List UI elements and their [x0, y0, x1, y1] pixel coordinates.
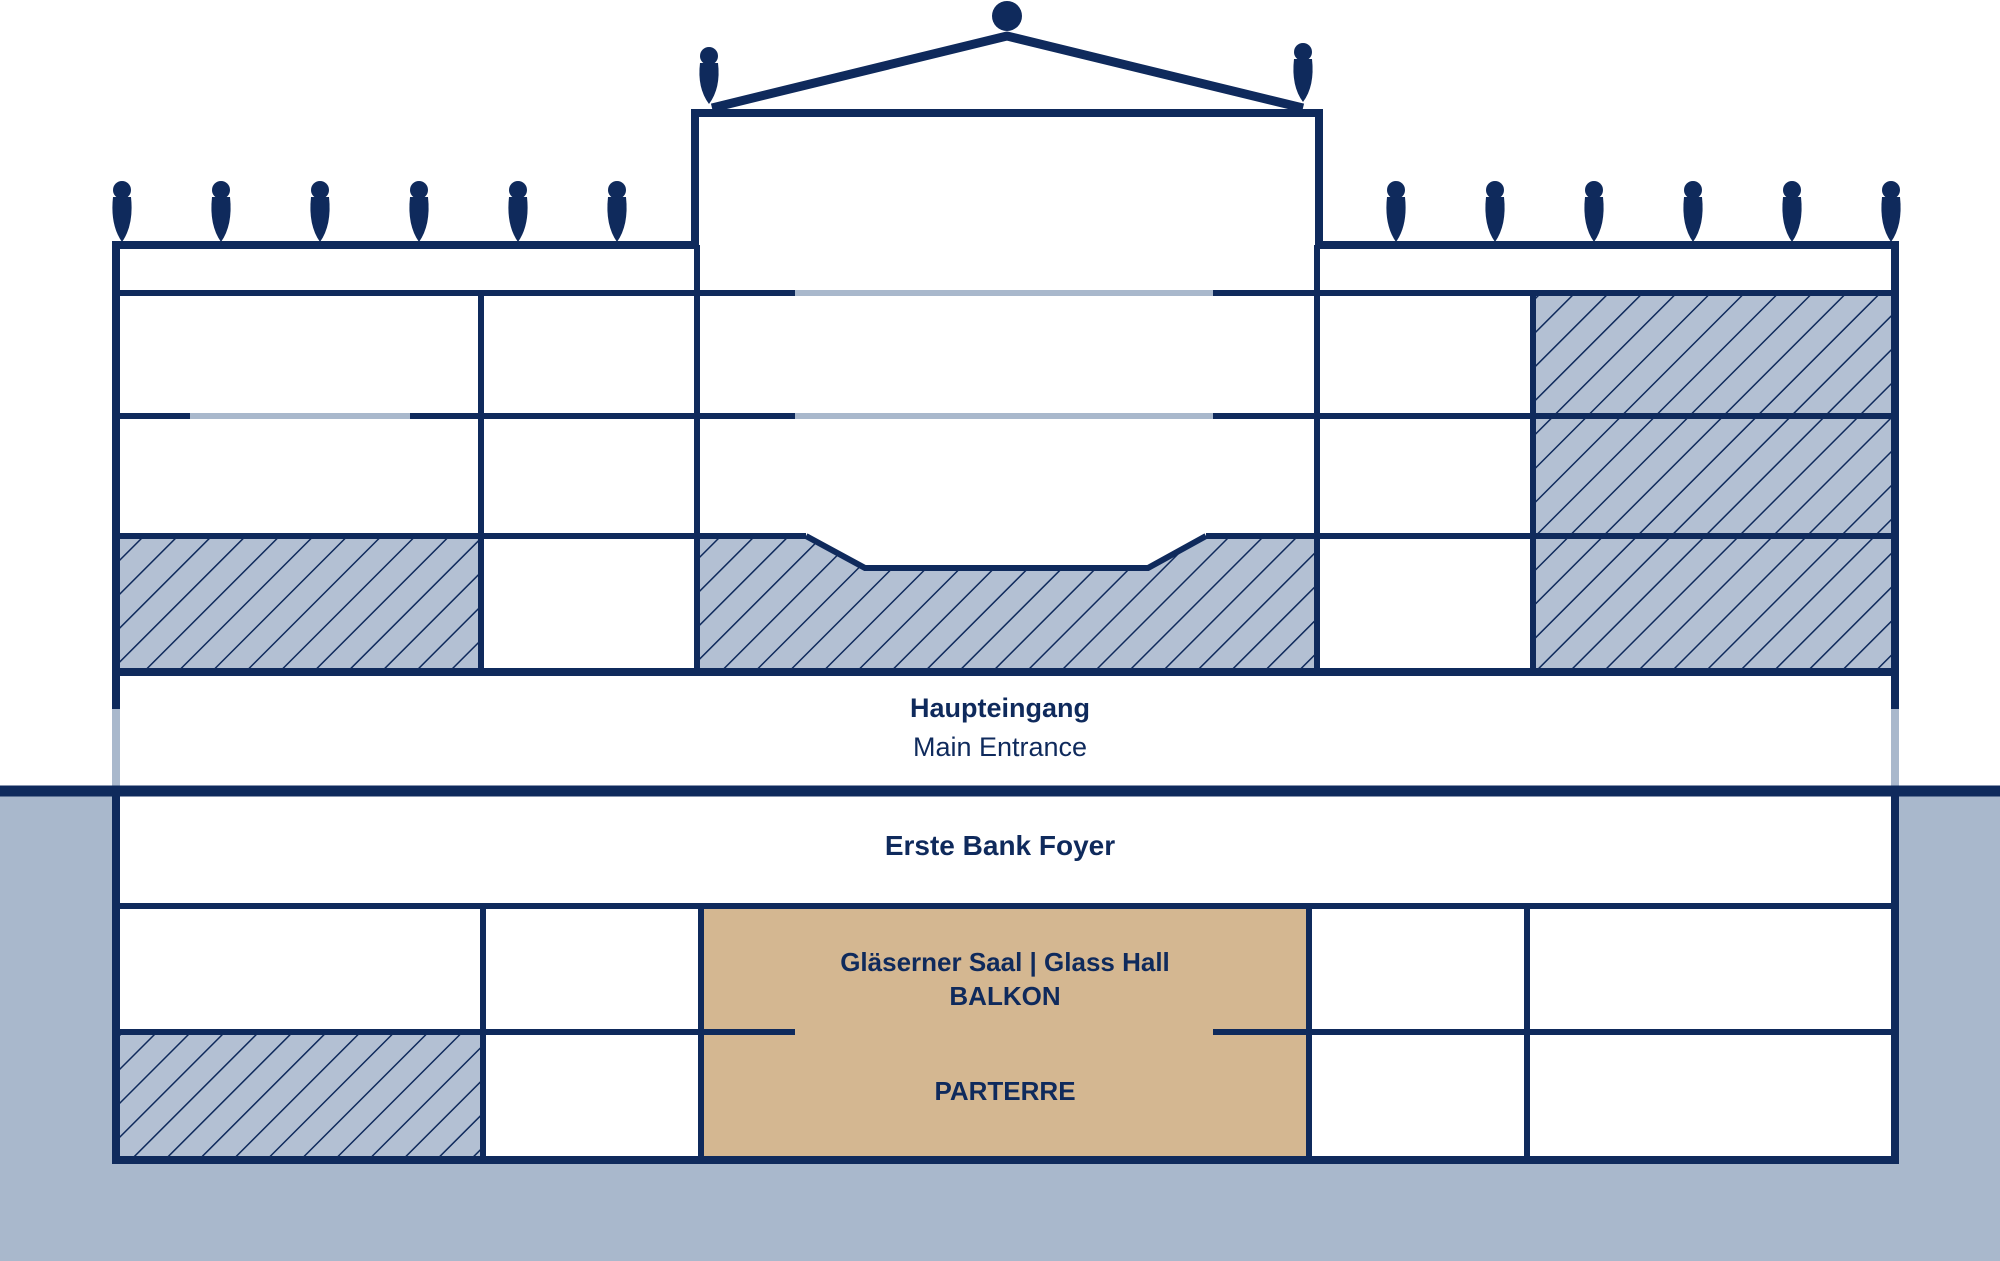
- balkon-label: BALKON: [949, 981, 1061, 1011]
- statue-icon: [1386, 181, 1406, 242]
- statue-icon: [1485, 181, 1505, 242]
- statue-icon: [1881, 181, 1901, 242]
- hatched-area-center: [697, 536, 1316, 668]
- main-entrance-label-en: Main Entrance: [912, 732, 1088, 762]
- roof-statues: [112, 1, 1901, 242]
- hatched-area-right: [1533, 295, 1891, 668]
- statue-icon: [310, 181, 330, 242]
- statue-icon: [1782, 181, 1802, 242]
- glass-hall-label: Gläserner Saal | Glass Hall: [840, 947, 1170, 977]
- statue-icon: [409, 181, 429, 242]
- central-block-interior: [695, 113, 1319, 253]
- parterre-label: PARTERRE: [934, 1076, 1076, 1106]
- statue-icon: [112, 181, 132, 242]
- statue-icon: [508, 181, 528, 242]
- hatched-area-left-upper: [120, 538, 482, 668]
- statue-icon: [1293, 43, 1313, 102]
- glass-hall-area: [703, 908, 1307, 1156]
- foyer-label: Erste Bank Foyer: [884, 830, 1116, 861]
- statue-icon: [607, 181, 627, 242]
- gallery-lines: [190, 290, 1213, 419]
- pediment-roof: [710, 31, 1305, 113]
- statue-icon: [1584, 181, 1604, 242]
- interior-walls: [116, 245, 1895, 1160]
- main-entrance-label-de: Haupteingang: [910, 693, 1090, 723]
- statue-icon: [211, 181, 231, 242]
- statue-icon: [699, 47, 719, 104]
- pediment-finial: [992, 1, 1022, 31]
- statue-icon: [1683, 181, 1703, 242]
- hatched-area-left-lower: [120, 1034, 482, 1156]
- entrance-glass: [112, 709, 1899, 790]
- building-outline: [112, 109, 1899, 1164]
